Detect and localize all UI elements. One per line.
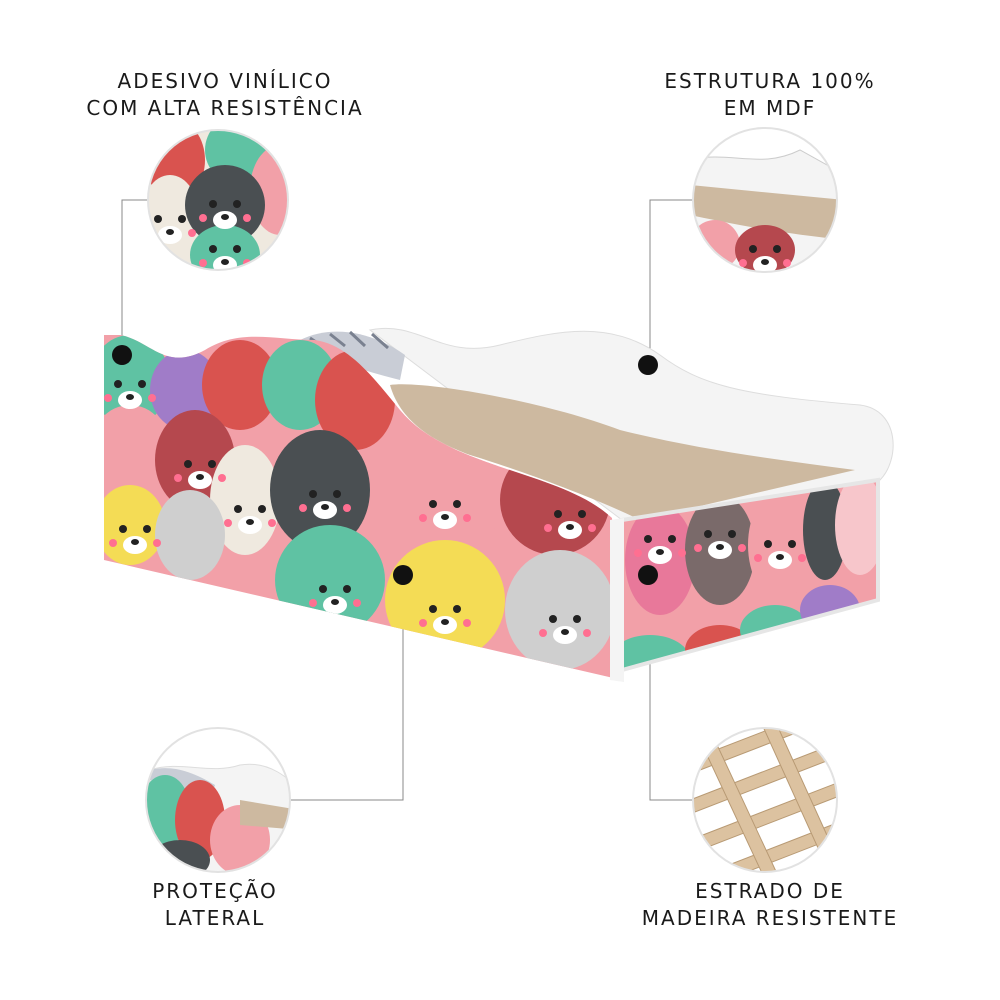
caption-slats-line2: MADEIRA RESISTENTE bbox=[641, 906, 899, 930]
caption-vinyl-line2: COM ALTA RESISTÊNCIA bbox=[86, 96, 364, 120]
detail-circle-sticker bbox=[147, 129, 289, 271]
detail-circle-mdf bbox=[692, 127, 838, 273]
bed-headboard-sticker bbox=[104, 335, 622, 680]
connector-lines bbox=[121, 199, 695, 801]
caption-mdf-line2: EM MDF bbox=[723, 96, 817, 120]
callout-dot-slats bbox=[638, 565, 658, 585]
detail-circle-protection bbox=[145, 727, 291, 873]
caption-protection-line1: PROTEÇÃO bbox=[152, 879, 278, 903]
callout-dot-sticker bbox=[112, 345, 132, 365]
caption-vinyl-line1: ADESIVO VINÍLICO bbox=[117, 69, 333, 93]
caption-mdf-line1: ESTRUTURA 100% bbox=[664, 69, 876, 93]
caption-wood-slats: ESTRADO DE MADEIRA RESISTENTE bbox=[630, 878, 910, 932]
caption-vinyl-sticker: ADESIVO VINÍLICO COM ALTA RESISTÊNCIA bbox=[60, 68, 390, 122]
callout-dot-protection bbox=[393, 565, 413, 585]
caption-slats-line1: ESTRADO DE bbox=[695, 879, 845, 903]
caption-mdf-structure: ESTRUTURA 100% EM MDF bbox=[620, 68, 920, 122]
caption-protection-line2: LATERAL bbox=[164, 906, 266, 930]
caption-side-protection: PROTEÇÃO LATERAL bbox=[110, 878, 320, 932]
callout-dot-mdf bbox=[638, 355, 658, 375]
detail-circle-slats bbox=[692, 727, 838, 873]
